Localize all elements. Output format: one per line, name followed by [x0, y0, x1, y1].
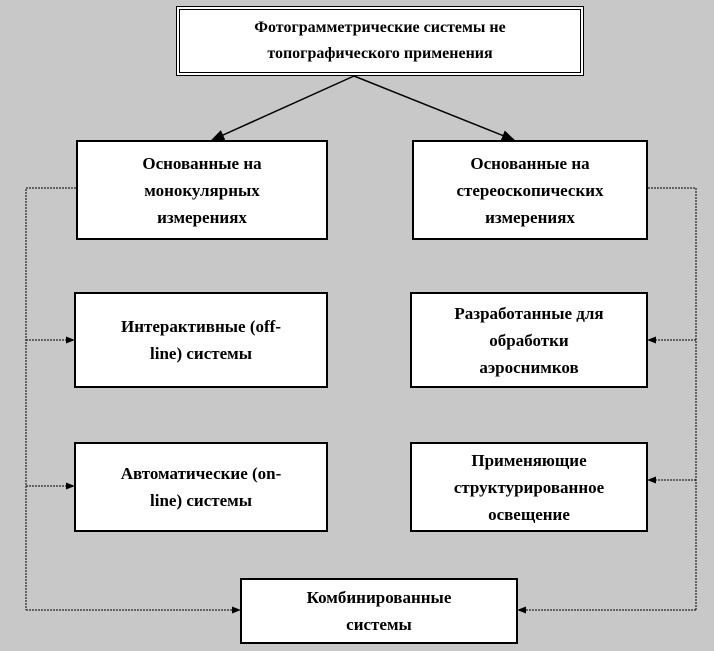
right-item-1-box: Разработанные для обработки аэроснимков — [410, 292, 648, 388]
right-bus-line — [648, 187, 697, 610]
left-branch-text: Основанные на монокулярных измерениях — [142, 153, 262, 227]
arrow-title-to-right — [353, 75, 516, 141]
right-item-1-text: Разработанные для обработки аэроснимков — [454, 303, 604, 377]
combined-text: Комбинированные системы — [306, 588, 452, 634]
right-branch-box: Основанные на стереоскопических измерени… — [412, 140, 648, 240]
right-branch-text: Основанные на стереоскопических измерени… — [456, 153, 604, 227]
arrow-title-to-left — [210, 75, 355, 141]
right-item-2-text: Применяющие структурированное освещение — [453, 450, 605, 524]
left-item-2-text: Автоматические (on- line) системы — [120, 464, 282, 510]
right-item-2-box: Применяющие структурированное освещение — [410, 442, 648, 532]
left-bus-line — [25, 187, 76, 610]
left-branch-box: Основанные на монокулярных измерениях — [76, 140, 328, 240]
left-item-1-box: Интерактивные (off- line) системы — [74, 292, 328, 388]
combined-box: Комбинированные системы — [240, 578, 518, 644]
root-title-box: Фотограмметрические системы не топографи… — [176, 6, 584, 76]
left-item-1-text: Интерактивные (off- line) системы — [121, 317, 281, 363]
root-title-text: Фотограмметрические системы не топографи… — [254, 19, 506, 62]
left-item-2-box: Автоматические (on- line) системы — [74, 442, 328, 532]
